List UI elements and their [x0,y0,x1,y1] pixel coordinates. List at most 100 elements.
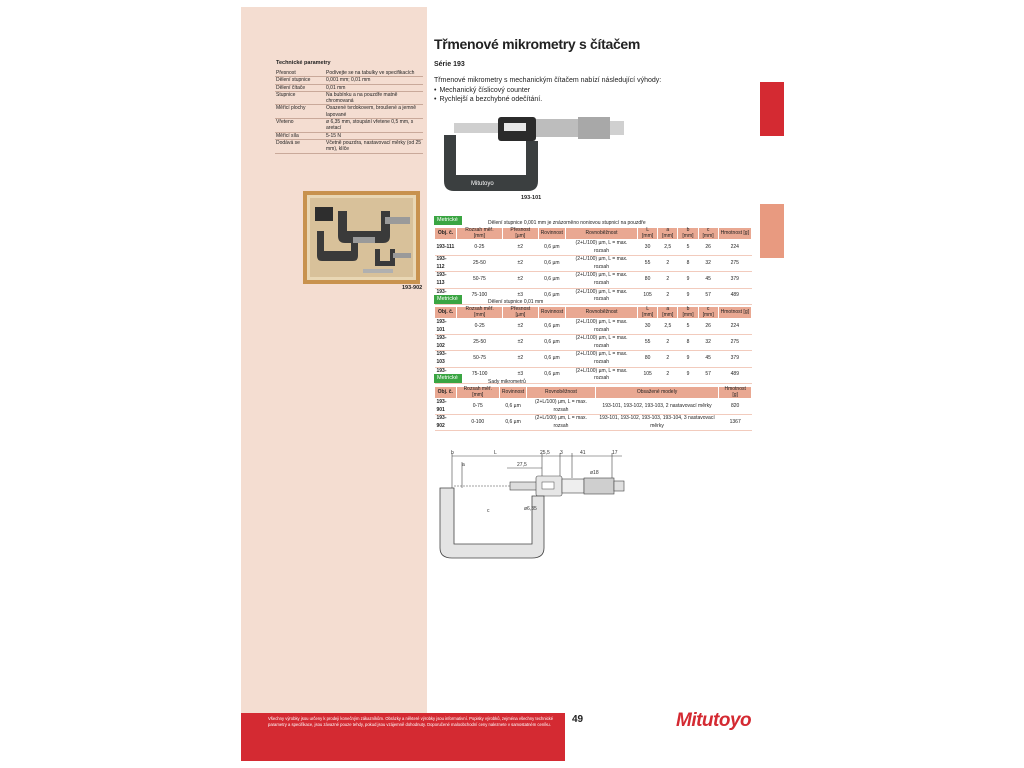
table-cell: 32 [698,255,719,273]
table-cell: 105 [637,367,658,384]
table2-note: Dělení stupnice 0,01 mm [488,299,544,305]
spec-value: 0,01 mm [325,84,423,92]
table-cell: 45 [698,271,719,289]
column-header: c [mm] [697,306,719,319]
table-cell: 0,6 µm [538,334,566,352]
column-header: Obj. č. [433,306,458,319]
column-header: a [mm] [657,306,679,319]
column-header: Obj. č. [434,386,457,399]
table-cell: 379 [718,271,752,289]
table-cell: 2 [657,271,678,289]
column-header: Hmotnost [g] [717,227,753,240]
table-cell: ±2 [502,239,539,257]
table-cell: 193-902 [434,414,457,432]
column-header: Přesnost [µm] [501,306,539,319]
table-cell: 224 [718,239,752,257]
table-cell: 9 [677,350,699,368]
column-header: Rozsah měř. [mm] [456,227,503,240]
photo-brand-label: Mitutoyo [471,181,494,187]
table-cell: (2+L/100) µm, L = max. rozsah [526,414,596,432]
table1-note: Dělení stupnice 0,001 mm je znázorněno n… [488,220,646,226]
column-header: Rovinnost [537,227,566,240]
table-cell: 50-75 [456,271,503,289]
table-cell: (2+L/100) µm, L = max. rozsah [565,239,638,257]
table-cell: ±2 [502,318,539,336]
table-cell: 2 [657,367,678,384]
column-header: Rovinnost [537,306,567,319]
table-cell: 30 [637,318,658,336]
table-cell: 75-100 [456,367,503,384]
table-cell: (2+L/100) µm, L = max. rozsah [565,334,638,352]
table-cell: ±2 [502,271,539,289]
page-number: 49 [572,714,584,725]
table-cell: ±3 [502,367,539,384]
table-0001mm: Obj. č.Rozsah měř. [mm]Přesnost [µm]Rovi… [433,227,753,305]
table-cell: 57 [698,367,719,384]
spec-value: Na bubínku a na pouzdře matně chromovaná [325,91,423,106]
table-cell: 0,6 µm [499,398,527,416]
column-header: L [mm] [637,227,659,240]
dim-label: 27,5 [517,462,527,468]
table-cell: 0,6 µm [538,350,566,368]
table-cell: 820 [718,398,752,416]
spec-label: Dělení stupnice [275,76,325,85]
table-cell: (2+L/100) µm, L = max. rozsah [526,398,596,416]
table3-note: Sady mikrometrů [488,379,526,385]
dim-label: 25,5 [540,450,550,456]
section-tab-red [760,82,784,136]
metric-badge: Metrické [434,216,462,225]
table-cell: 50-75 [456,350,503,368]
header-row: Obj. č.Rozsah měř. [mm]Přesnost [µm]Rovi… [433,227,753,240]
table-cell: 0-25 [456,318,503,336]
dim-label: L [494,450,497,456]
table-cell: 57 [698,288,719,305]
spec-value: Osazené tvrdokovem, broušené a jemně lap… [325,104,423,120]
column-header: Rozsah měř. [mm] [456,306,503,319]
benefit-list: Mechanický číslicový counter Rychlejší a… [434,86,661,105]
table-cell: 26 [698,239,719,257]
spec-value: Včetně pouzdra, nastavovací měrky (od 25… [325,139,423,154]
table-cell: 0-75 [456,398,500,416]
intro-text: Třmenové mikrometry s mechanickým čítače… [434,76,661,105]
dim-label: 3 [560,450,563,456]
table-cell: 9 [677,288,699,305]
dim-label: a [462,462,465,468]
brand-logo: Mitutoyo [676,710,752,731]
table-cell: ±2 [502,334,539,352]
table-cell: ±2 [502,350,539,368]
table-cell: 489 [718,367,752,384]
column-header: Hmotnost [g] [717,306,753,319]
table-cell: 193-901 [434,398,457,416]
column-header: b [mm] [677,306,699,319]
table-cell: 8 [677,334,699,352]
table-cell: 489 [718,288,752,305]
dim-label: b [451,450,454,456]
micrometer-caption: 193-101 [521,195,542,201]
spec-value: ø 6,35 mm, stoupání vřetene 0,5 mm, s ar… [325,118,423,133]
column-header: a [mm] [657,227,679,240]
spec-label: Vřeteno [275,118,325,133]
table-cell: ±3 [502,288,539,305]
spec-label: Dodává se [275,139,325,154]
table-cell: 193-113 [434,271,457,289]
table-cell: 0,6 µm [538,288,566,305]
table-cell: 0-25 [456,239,503,257]
footer-disclaimer: Všechny výrobky jsou určeny k prodeji ko… [268,716,554,727]
column-header: L [mm] [637,306,659,319]
table-cell: (2+L/100) µm, L = max. rozsah [565,271,638,289]
dim-label: 41 [580,450,586,456]
header-row: Obj. č.Rozsah měř. [mm]Přesnost [µm]Rovi… [433,306,753,319]
column-header: Rovinnost [498,386,528,399]
table-cell: 9 [677,367,699,384]
table-cell: 193-112 [434,255,457,273]
